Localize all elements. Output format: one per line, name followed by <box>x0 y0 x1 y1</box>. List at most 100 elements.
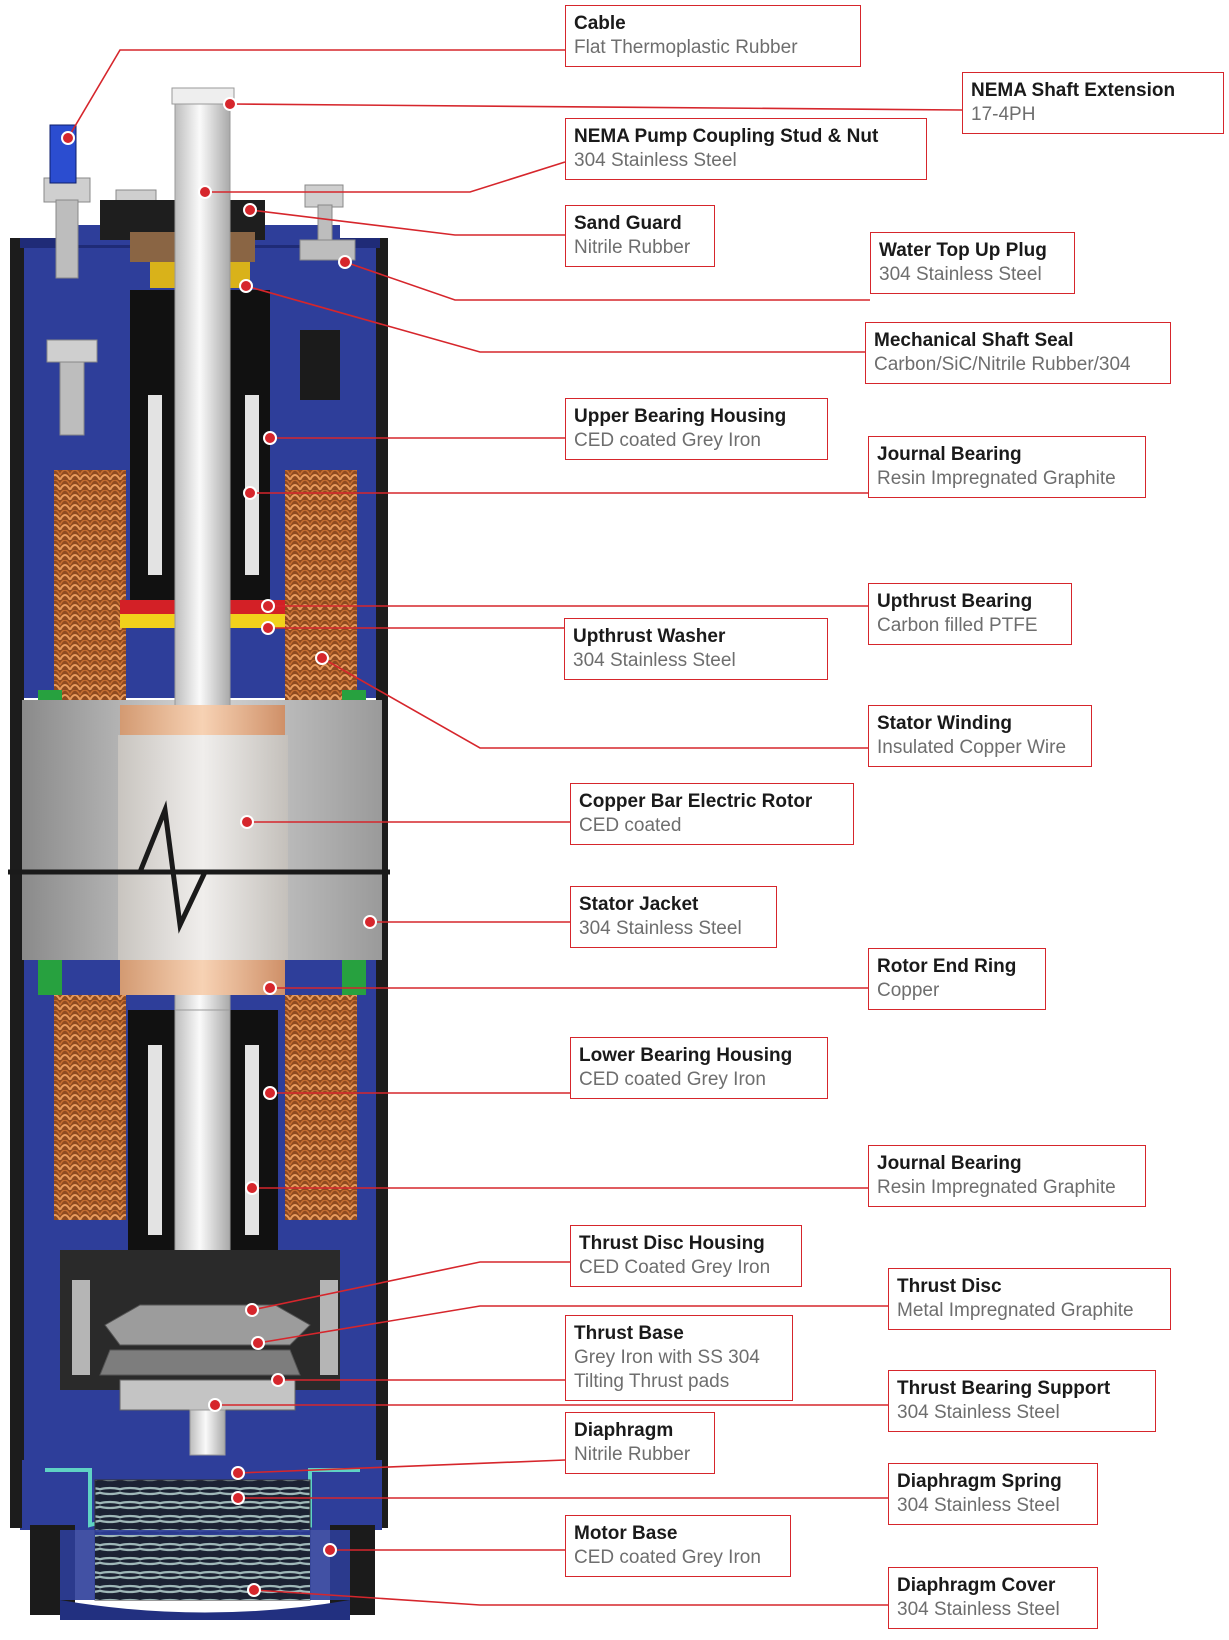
callout-title: NEMA Pump Coupling Stud & Nut <box>574 126 879 147</box>
leader-line <box>344 261 870 301</box>
callout-stator-jacket: Stator Jacket 304 Stainless Steel <box>570 886 777 948</box>
leader-dot <box>208 1398 222 1412</box>
callout-title: Thrust Disc <box>897 1276 1002 1297</box>
callout-nema-pump-coupling: NEMA Pump Coupling Stud & Nut 304 Stainl… <box>565 118 927 180</box>
callout-material: 17-4PH <box>971 104 1036 125</box>
callout-title: Upthrust Bearing <box>877 591 1033 612</box>
leader-dot <box>263 1086 277 1100</box>
callout-material: 304 Stainless Steel <box>574 150 737 171</box>
callout-diaphragm-cover: Diaphragm Cover 304 Stainless Steel <box>888 1567 1098 1629</box>
callout-title: Diaphragm <box>574 1420 674 1441</box>
leader-line <box>321 657 868 749</box>
leader-lines <box>67 49 963 1606</box>
stator-winding-lower <box>54 995 357 1220</box>
callout-material: 304 Stainless Steel <box>897 1599 1060 1620</box>
leader-dot <box>231 1491 245 1505</box>
callout-material: 304 Stainless Steel <box>897 1402 1060 1423</box>
callout-diaphragm-spring: Diaphragm Spring 304 Stainless Steel <box>888 1463 1098 1525</box>
leader-dot <box>198 185 212 199</box>
leader-line <box>249 209 565 236</box>
leader-line <box>67 49 565 139</box>
callout-mechanical-shaft-seal: Mechanical Shaft Seal Carbon/SiC/Nitrile… <box>865 322 1171 384</box>
callout-material: Copper <box>877 980 940 1001</box>
rotor-top-ring <box>120 705 285 735</box>
leader-dot <box>251 1336 265 1350</box>
leader-line <box>205 161 566 193</box>
callout-stator-winding: Stator Winding Insulated Copper Wire <box>868 705 1092 767</box>
callout-material: Grey Iron with SS 304 Tilting Thrust pad… <box>574 1347 760 1392</box>
callout-journal-bearing-lower: Journal Bearing Resin Impregnated Graphi… <box>868 1145 1146 1207</box>
leader-line <box>229 103 963 111</box>
callout-title: Thrust Disc Housing <box>579 1233 765 1254</box>
callout-material: Resin Impregnated Graphite <box>877 1177 1116 1198</box>
callout-title: Cable <box>574 13 626 34</box>
callout-material: Metal Impregnated Graphite <box>897 1300 1134 1321</box>
callout-material: 304 Stainless Steel <box>879 264 1042 285</box>
rotor <box>118 735 288 960</box>
leader-dot <box>315 651 329 665</box>
leader-dot <box>239 279 253 293</box>
callout-title: Journal Bearing <box>877 1153 1022 1174</box>
leader-dot <box>243 486 257 500</box>
callout-upthrust-washer: Upthrust Washer 304 Stainless Steel <box>564 618 828 680</box>
callout-material: CED coated Grey Iron <box>574 430 761 451</box>
callout-title: Journal Bearing <box>877 444 1022 465</box>
callout-title: Water Top Up Plug <box>879 240 1047 261</box>
plug-body <box>300 330 340 400</box>
break-line <box>8 800 390 934</box>
leader-dot <box>261 599 275 613</box>
callout-material: 304 Stainless Steel <box>579 918 742 939</box>
leader-dot <box>223 97 237 111</box>
callout-thrust-base: Thrust Base Grey Iron with SS 304 Tiltin… <box>565 1315 793 1401</box>
callout-material: Flat Thermoplastic Rubber <box>574 37 798 58</box>
callout-title: Stator Winding <box>877 713 1012 734</box>
callout-title: Thrust Bearing Support <box>897 1378 1111 1399</box>
callout-title: Motor Base <box>574 1523 678 1544</box>
callout-title: Upthrust Washer <box>573 626 726 647</box>
leader-dot <box>338 255 352 269</box>
diaphragm-assembly <box>22 1460 382 1620</box>
callout-cable: Cable Flat Thermoplastic Rubber <box>565 5 861 67</box>
callout-title: Stator Jacket <box>579 894 699 915</box>
callout-journal-bearing-upper: Journal Bearing Resin Impregnated Graphi… <box>868 436 1146 498</box>
callout-material: 304 Stainless Steel <box>897 1495 1060 1516</box>
leader-dot <box>263 981 277 995</box>
leader-line <box>253 1589 888 1606</box>
callout-upthrust-bearing: Upthrust Bearing Carbon filled PTFE <box>868 583 1072 645</box>
callout-title: Sand Guard <box>574 213 682 234</box>
callout-upper-bearing-housing: Upper Bearing Housing CED coated Grey Ir… <box>565 398 828 460</box>
nema-shaft-extension <box>171 87 235 105</box>
callout-title: Diaphragm Spring <box>897 1471 1062 1492</box>
leader-dot <box>243 203 257 217</box>
callout-material: Resin Impregnated Graphite <box>877 468 1116 489</box>
callout-sand-guard: Sand Guard Nitrile Rubber <box>565 205 715 267</box>
stator-winding-upper <box>54 470 357 725</box>
callout-material: Carbon/SiC/Nitrile Rubber/304 <box>874 354 1131 375</box>
callout-material: Insulated Copper Wire <box>877 737 1067 758</box>
callout-copper-bar-electric-rotor: Copper Bar Electric Rotor CED coated <box>570 783 854 845</box>
callout-motor-base: Motor Base CED coated Grey Iron <box>565 1515 791 1577</box>
leader-line <box>237 1459 566 1474</box>
callout-material: CED coated <box>579 815 682 836</box>
callout-diaphragm: Diaphragm Nitrile Rubber <box>565 1412 715 1474</box>
callout-material: CED coated Grey Iron <box>579 1069 766 1090</box>
callout-title: NEMA Shaft Extension <box>971 80 1176 101</box>
leader-dot <box>231 1466 245 1480</box>
callout-water-top-up-plug: Water Top Up Plug 304 Stainless Steel <box>870 232 1075 294</box>
callout-material: CED coated Grey Iron <box>574 1547 761 1568</box>
leader-dot <box>263 431 277 445</box>
callout-thrust-disc-housing: Thrust Disc Housing CED Coated Grey Iron <box>570 1225 802 1287</box>
callout-title: Rotor End Ring <box>877 956 1017 977</box>
callout-title: Diaphragm Cover <box>897 1575 1056 1596</box>
callout-lower-bearing-housing: Lower Bearing Housing CED coated Grey Ir… <box>570 1037 828 1099</box>
callout-material: Carbon filled PTFE <box>877 615 1038 636</box>
leader-dot <box>245 1181 259 1195</box>
callout-material: CED Coated Grey Iron <box>579 1257 771 1278</box>
leader-dots <box>61 97 377 1597</box>
callout-title: Lower Bearing Housing <box>579 1045 793 1066</box>
callout-thrust-bearing-support: Thrust Bearing Support 304 Stainless Ste… <box>888 1370 1156 1432</box>
leader-line <box>257 1305 888 1344</box>
callout-rotor-end-ring: Rotor End Ring Copper <box>868 948 1046 1010</box>
callout-material: Nitrile Rubber <box>574 1444 691 1465</box>
